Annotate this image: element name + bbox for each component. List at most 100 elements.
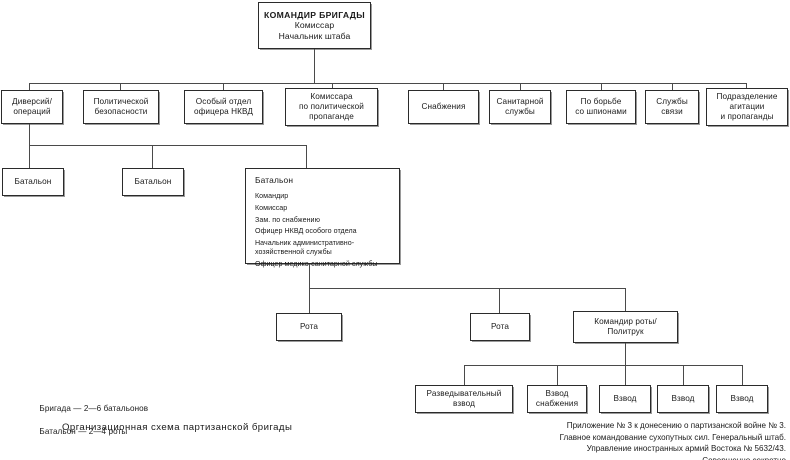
node-platoon-3: Взвод xyxy=(716,385,768,413)
connector-drop-company-3 xyxy=(625,288,626,313)
connector-battalion-detail-stem xyxy=(309,264,310,288)
node-battalion-1-label: Батальон xyxy=(14,177,52,187)
node-department-nkvd-line1: Особый отдел xyxy=(195,97,252,107)
node-brigade-commander-title: КОМАНДИР БРИГАДЫ xyxy=(264,10,365,21)
connector-drop-battalion-1 xyxy=(29,145,30,168)
node-department-nkvd-line2: офицера НКВД xyxy=(193,107,254,116)
node-platoon-3-label: Взвод xyxy=(730,394,754,404)
document-footer: Приложение № 3 к донесению о партизанско… xyxy=(560,420,786,460)
node-brigade-commander-line2: Комиссар xyxy=(294,20,335,31)
node-department-sabotage-line2: операций xyxy=(13,107,51,116)
legend-brigade: Бригада — 2—6 батальонов Батальон — 2—4 … xyxy=(30,391,148,450)
node-platoon-recon: Разведывательный взвод xyxy=(415,385,513,413)
legend-brigade-line2: Батальон — 2—4 роты xyxy=(39,427,128,437)
connector-battalions-bus xyxy=(29,145,306,146)
battalion-role-commissar: Комиссар xyxy=(255,203,288,212)
node-department-agitation-line2: агитации xyxy=(729,102,765,112)
node-department-political-security: Политической безопасности xyxy=(83,90,159,124)
node-platoon-recon-line1: Разведывательный xyxy=(426,389,502,399)
node-company-2-label: Рота xyxy=(490,322,510,332)
node-platoon-recon-line2: взвод xyxy=(453,399,475,408)
node-company-1: Рота xyxy=(276,313,342,341)
node-department-sabotage-line1: Диверсий/ xyxy=(12,97,52,107)
connector-drop-platoon-3 xyxy=(625,365,626,385)
connector-drop-dept-6 xyxy=(520,83,521,90)
node-department-sabotage: Диверсий/ операций xyxy=(1,90,63,124)
node-platoon-supply-line2: снабжения xyxy=(535,399,579,408)
node-department-nkvd: Особый отдел офицера НКВД xyxy=(184,90,263,124)
battalion-role-commander: Командир xyxy=(255,191,289,200)
node-department-propaganda-commissar-line1: Комиссара xyxy=(310,92,353,102)
connector-departments-bus xyxy=(29,83,746,84)
connector-drop-dept-2 xyxy=(120,83,121,90)
node-department-propaganda-commissar-line2: по политической xyxy=(299,102,364,112)
node-platoon-supply-line1: Взвод xyxy=(545,389,569,399)
node-platoon-2: Взвод xyxy=(657,385,709,413)
connector-drop-dept-9 xyxy=(746,83,747,90)
node-department-propaganda-commissar-line3: пропаганде xyxy=(309,111,354,121)
connector-top-stem xyxy=(314,49,315,83)
connector-drop-dept-7 xyxy=(601,83,602,90)
node-platoon-2-label: Взвод xyxy=(671,394,695,404)
node-department-counterespionage: По борьбе со шпионами xyxy=(566,90,636,124)
connector-drop-battalion-2 xyxy=(152,145,153,168)
connector-drop-platoon-1 xyxy=(464,365,465,385)
connector-drop-platoon-5 xyxy=(742,365,743,385)
node-platoon-supply: Взвод снабжения xyxy=(527,385,587,413)
connector-drop-platoon-2 xyxy=(557,365,558,385)
node-department-supply-line1: Снабжения xyxy=(421,102,466,112)
node-department-counterespionage-line1: По борьбе xyxy=(580,97,622,107)
node-department-agitation: Подразделение агитации и пропаганды xyxy=(706,88,788,126)
battalion-role-nkvd-officer: Офицер НКВД особого отдела xyxy=(255,227,357,236)
node-brigade-commander: КОМАНДИР БРИГАДЫ Комиссар Начальник штаб… xyxy=(258,2,371,49)
node-department-agitation-line3: и пропаганды xyxy=(720,111,774,121)
node-platoon-1: Взвод xyxy=(599,385,651,413)
legend-brigade-line1: Бригада — 2—6 батальонов xyxy=(39,403,149,413)
node-battalion-2-label: Батальон xyxy=(134,177,172,187)
connector-drop-company-2 xyxy=(499,288,500,313)
node-department-signals-line2: связи xyxy=(661,107,683,116)
node-company-1-label: Рота xyxy=(299,322,319,332)
node-company-commander-line1: Командир роты/ xyxy=(594,317,657,327)
node-company-commander: Командир роты/ Политрук xyxy=(573,311,678,343)
node-department-political-security-line2: безопасности xyxy=(94,107,148,116)
node-department-supply: Снабжения xyxy=(408,90,479,124)
connector-drop-company-1 xyxy=(309,288,310,313)
connector-companies-bus xyxy=(309,288,626,289)
connector-drop-dept-3 xyxy=(223,83,224,90)
connector-platoons-bus xyxy=(464,365,742,366)
node-company-2: Рота xyxy=(470,313,530,341)
document-footer-line2: Главное командование сухопутных сил. Ген… xyxy=(559,432,786,442)
connector-sabotage-stem xyxy=(29,124,30,145)
connector-drop-dept-1 xyxy=(29,83,30,90)
node-department-counterespionage-line2: со шпионами xyxy=(575,107,627,116)
node-brigade-commander-line3: Начальник штаба xyxy=(278,30,351,41)
node-battalion-1: Батальон xyxy=(2,168,64,196)
node-company-commander-line2: Политрук xyxy=(607,327,644,336)
node-battalion-detail-header: Батальон xyxy=(255,175,294,185)
node-department-political-security-line1: Политической xyxy=(93,97,149,107)
node-department-signals-line1: Службы xyxy=(656,97,688,107)
connector-drop-dept-4 xyxy=(332,83,333,90)
connector-drop-platoon-4 xyxy=(683,365,684,385)
node-department-propaganda-commissar: Комиссара по политической пропаганде xyxy=(285,88,378,126)
node-department-agitation-line1: Подразделение xyxy=(716,92,778,102)
node-department-signals: Службы связи xyxy=(645,90,699,124)
document-footer-line3: Управление иностранных армий Востока № 5… xyxy=(586,444,786,454)
node-department-medical-line2: службы xyxy=(505,107,535,116)
battalion-role-medical-officer: Офицер медико-санитарной службы xyxy=(255,259,378,268)
document-footer-line1: Приложение № 3 к донесению о партизанско… xyxy=(566,421,786,430)
node-battalion-2: Батальон xyxy=(122,168,184,196)
connector-company-commander-stem xyxy=(625,343,626,365)
node-battalion-detail: Батальон Командир Комиссар Зам. по снабж… xyxy=(245,168,400,268)
connector-drop-dept-5 xyxy=(443,83,444,90)
connector-drop-battalion-3 xyxy=(306,145,307,168)
node-department-medical: Санитарной службы xyxy=(489,90,551,124)
document-footer-line4: Совершенно секретно xyxy=(560,455,786,460)
node-platoon-1-label: Взвод xyxy=(613,394,637,404)
battalion-role-admin-chief: Начальник административно- хозяйственной… xyxy=(255,239,355,256)
battalion-role-supply-deputy: Зам. по снабжению xyxy=(255,215,320,224)
node-department-medical-line1: Санитарной xyxy=(496,97,544,107)
diagram-caption: Организационная схема партизанской брига… xyxy=(62,422,293,433)
